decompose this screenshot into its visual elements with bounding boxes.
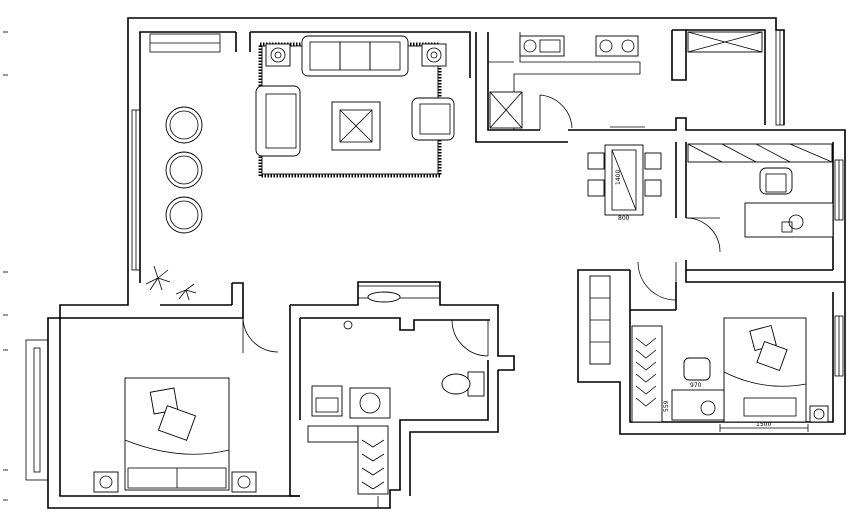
dining-length-label: 1400 (615, 170, 622, 185)
dining-area: 1400 800 (587, 144, 662, 222)
windows (25, 29, 844, 481)
bed-width-label: 1500 (756, 421, 771, 428)
doors (242, 94, 721, 508)
dining-width-label: 800 (618, 215, 630, 222)
desk-depth-label: 559 (663, 400, 670, 412)
left-bedroom-furniture (93, 377, 257, 493)
bathroom-fixtures (307, 291, 485, 495)
desk-width-label: 970 (690, 382, 702, 389)
right-bedroom-furniture: 970 559 1500 (589, 275, 829, 432)
study-furniture (687, 143, 834, 238)
living-room-furniture (145, 35, 455, 301)
kitchen-fixtures (488, 31, 763, 130)
margin-ticks (3, 31, 8, 501)
